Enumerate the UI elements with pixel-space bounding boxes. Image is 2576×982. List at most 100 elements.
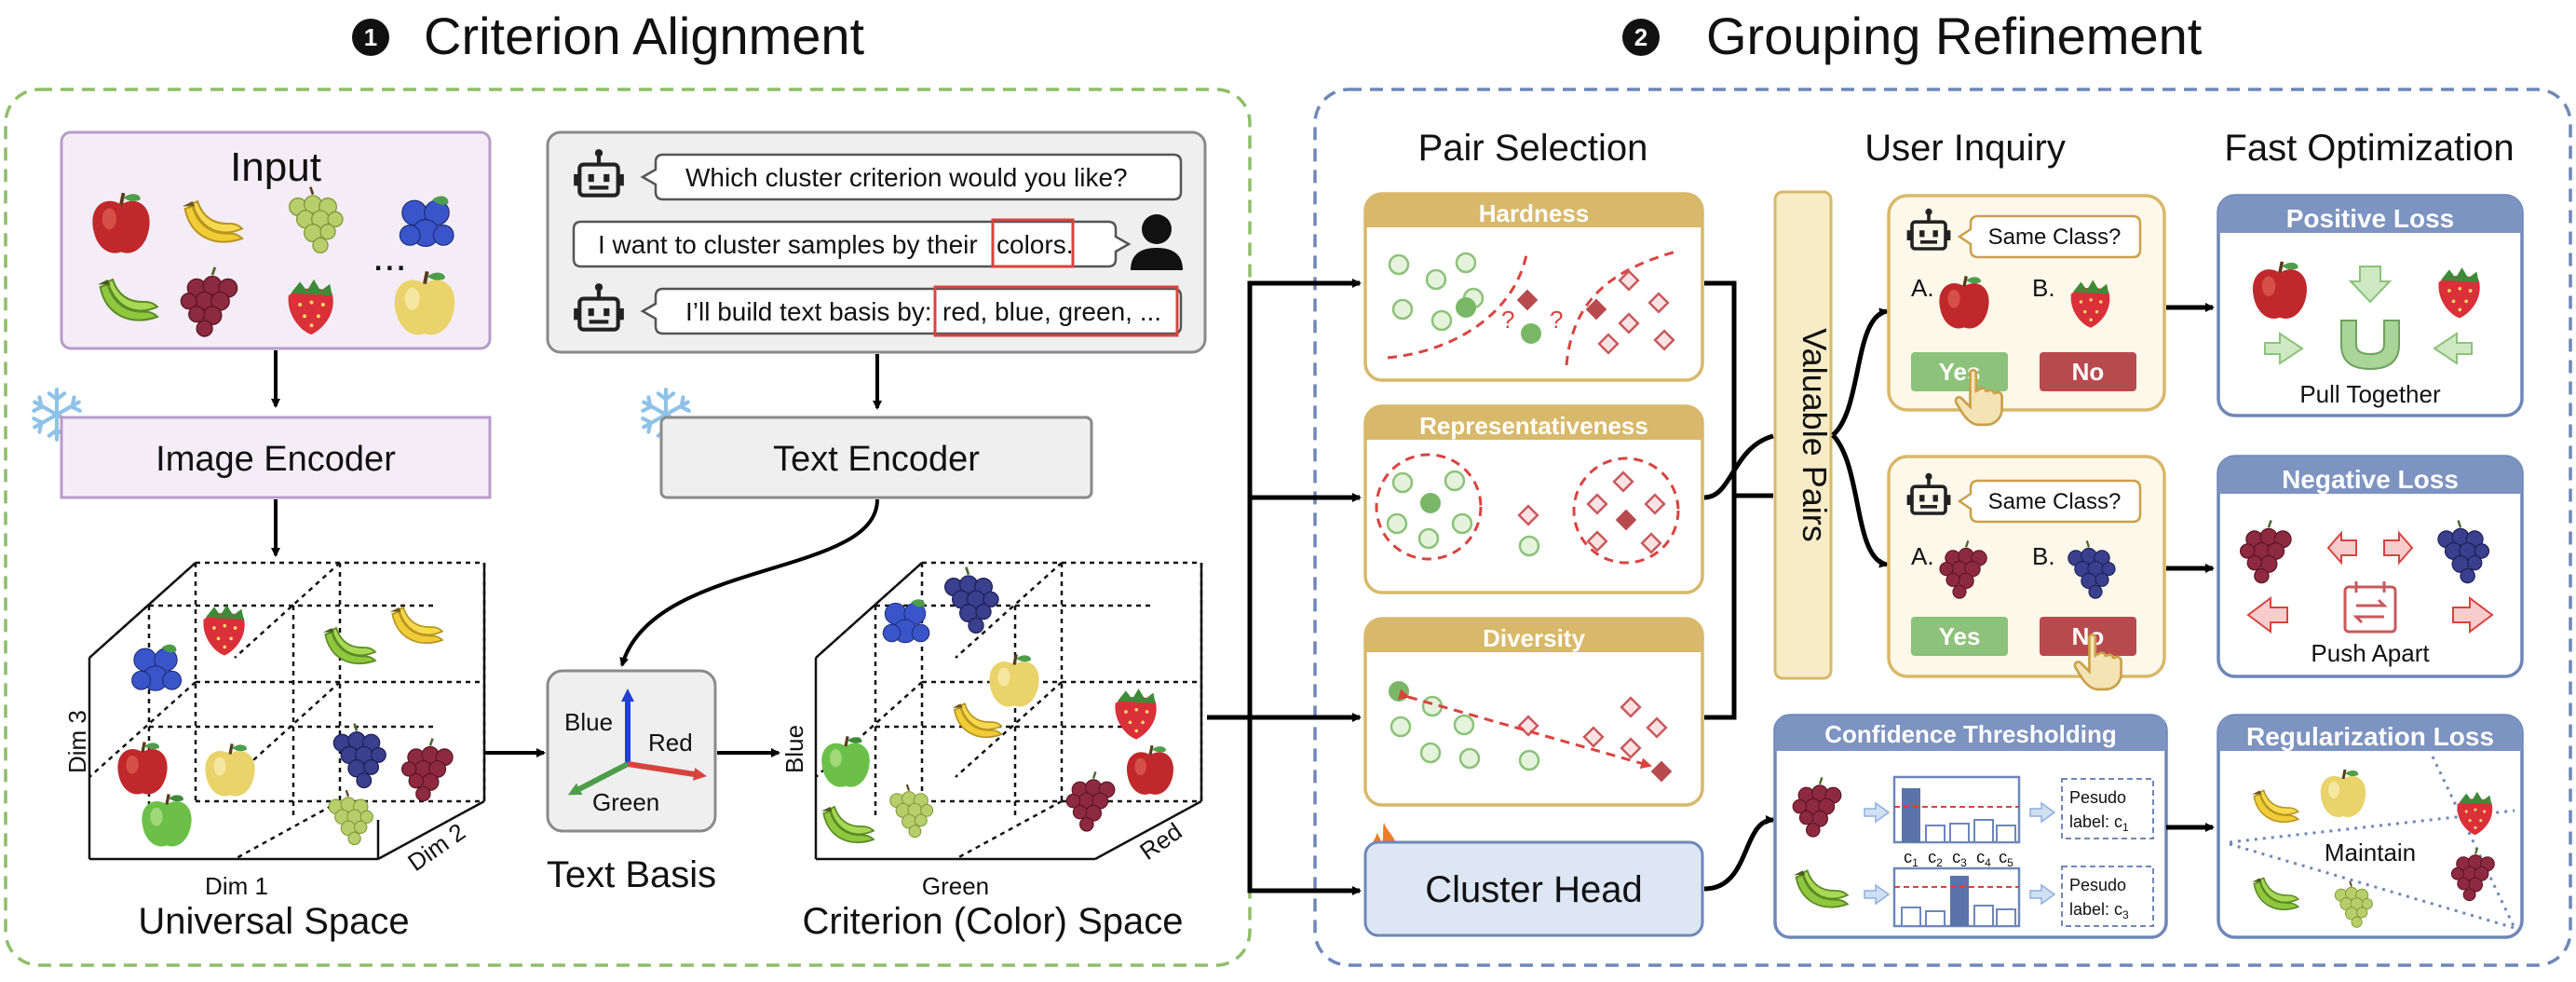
inquiry-yes-button-1[interactable]: [1911, 352, 2008, 391]
inquiry-box-negative: Same Class? A. B. Yes No: [1887, 455, 2166, 691]
conf-pseudo-1: Pesudo: [2069, 788, 2126, 807]
us-yellow-apple: [203, 742, 257, 798]
chat-question-2-highlight-box: [933, 285, 1179, 337]
regularization-loss-box: Regularization Loss Maintain: [2217, 714, 2524, 939]
hardness-box: Hardness ? ?: [1363, 192, 1704, 382]
cs-blue-grapes: [943, 566, 1000, 634]
valuable-pairs-box: [1773, 190, 1833, 680]
arrow-pairs-to-inquiry-2: [1831, 433, 1889, 568]
chat-answer-highlight: colors.: [997, 230, 1073, 259]
bracket-hardness: [1704, 280, 1773, 498]
criterion-space-front: [814, 562, 1203, 861]
negative-loss-box: Negative Loss Push Apart: [2217, 455, 2524, 678]
conf-tick-c3: c3: [1952, 848, 1967, 869]
chat-answer-highlight-box: [991, 218, 1075, 268]
conf-bar-2-2: [1925, 910, 1946, 927]
us-red-grapes: [400, 737, 454, 802]
section-number-left: 1: [364, 23, 377, 51]
inquiry-option-a-1: A.: [1911, 274, 1934, 302]
diversity-label: Diversity: [1483, 624, 1585, 652]
chat-box: Which cluster criterion would you like? …: [546, 130, 1207, 354]
positive-loss-box: Positive Loss Pull Together: [2217, 194, 2524, 417]
text-encoder-box: [659, 416, 1093, 499]
inquiry-question-1: Same Class?: [1988, 225, 2122, 250]
magnet-icon: [2340, 320, 2400, 371]
cs-green-apple: [820, 734, 872, 789]
text-encoder-label: Text Encoder: [773, 440, 980, 479]
inquiry-no-button-2[interactable]: [2040, 617, 2136, 656]
cs-strawberry: [1115, 689, 1157, 740]
arrow-to-hardness: [1207, 279, 1362, 720]
inquiry-option-b-2: B.: [2032, 542, 2055, 570]
text-basis-box: Blue Red Green: [546, 669, 717, 833]
us-dim1-label: Dim 1: [205, 872, 268, 900]
section-title-right: 2 Grouping Refinement: [1622, 7, 2203, 65]
col-fast-optimization: Fast Optimization: [2224, 128, 2514, 169]
criterion-space-caption: Criterion (Color) Space: [802, 901, 1183, 942]
us-blueberry: [131, 644, 183, 691]
bracket-representativeness: [1703, 433, 1774, 500]
user-icon: [1131, 214, 1183, 270]
chat-question-2-highlight: red, blue, green, ...: [942, 297, 1161, 326]
negative-loss-caption: Push Apart: [2311, 639, 2430, 667]
valuable-pairs-label: Valuable Pairs: [1796, 328, 1834, 541]
calendar-swap-icon: [2343, 581, 2397, 634]
us-blue-grapes: [332, 722, 387, 789]
cs-axis-blue: Blue: [780, 725, 808, 773]
us-green-grapes: [327, 788, 374, 846]
conf-bar-1-2: [1925, 825, 1946, 843]
conf-bar-1-3: [1949, 823, 1970, 843]
chat-question-1: Which cluster criterion would you like?: [685, 163, 1128, 192]
image-encoder-box: [60, 416, 492, 499]
image-encoder-label: Image Encoder: [156, 440, 396, 479]
cluster-head-box: [1363, 840, 1704, 937]
hardness-q1: ?: [1501, 306, 1514, 334]
col-pair-selection: Pair Selection: [1418, 128, 1648, 169]
us-dim3-label: Dim 3: [63, 710, 91, 773]
cs-yellow-apple: [987, 652, 1041, 709]
basis-red-label: Red: [648, 729, 693, 757]
conf-pseudo-2: Pesudo: [2069, 876, 2126, 894]
hardness-q2: ?: [1550, 306, 1563, 334]
section-title-left: 1 Criterion Alignment: [352, 7, 865, 65]
arrow-text-encoder-to-basis: [619, 498, 879, 667]
regularization-loss-caption: Maintain: [2325, 839, 2416, 866]
conf-bar-2-3: [1950, 876, 1969, 926]
inquiry-no-button-1[interactable]: [2040, 352, 2136, 391]
conf-pseudo-label-2: label: c3: [2069, 900, 2129, 921]
conf-bar-1-4: [1973, 819, 1994, 843]
conf-tick-c1: c1: [1904, 848, 1918, 869]
cs-red-apple: [1125, 743, 1175, 797]
conf-tick-c4: c4: [1976, 848, 1991, 869]
cs-green-grapes: [888, 784, 934, 839]
universal-space-front: [88, 562, 486, 861]
inquiry-box-positive: Same Class? A. B. Yes No: [1887, 194, 2166, 427]
diversity-box: Diversity: [1363, 617, 1704, 807]
cs-axis-red: Red: [1134, 817, 1186, 866]
conf-bar-2-1: [1901, 907, 1921, 927]
cs-green-banana: [820, 806, 874, 844]
inquiry-no-label-2: No: [2072, 622, 2105, 650]
representativeness-box: Representativeness: [1363, 404, 1704, 594]
col-user-inquiry: User Inquiry: [1864, 128, 2066, 169]
inquiry-question-2: Same Class?: [1988, 489, 2122, 514]
conf-tick-c5: c5: [1999, 848, 2013, 869]
hardness-label: Hardness: [1479, 199, 1590, 227]
chat-question-2: I’ll build text basis by:: [685, 297, 932, 326]
regularization-loss-title: Regularization Loss: [2246, 722, 2494, 751]
cs-yellow-banana: [951, 702, 1003, 739]
section-number-right: 2: [1634, 23, 1647, 51]
us-green-banana: [322, 627, 376, 665]
chat-answer-1: I want to cluster samples by their: [598, 230, 978, 259]
section-title-criterion-alignment: Criterion Alignment: [424, 7, 865, 65]
positive-loss-caption: Pull Together: [2299, 380, 2441, 408]
input-ellipsis: ...: [373, 234, 407, 280]
cs-axis-green: Green: [922, 872, 989, 900]
conf-bar-1-5: [1996, 825, 2016, 843]
input-title: Input: [230, 144, 321, 190]
inquiry-yes-label-2: Yes: [1939, 622, 1981, 650]
section-title-grouping-refinement: Grouping Refinement: [1706, 7, 2203, 65]
arrow-cluster-head-to-confidence: [1703, 815, 1775, 892]
inquiry-yes-button-2[interactable]: [1911, 617, 2008, 656]
